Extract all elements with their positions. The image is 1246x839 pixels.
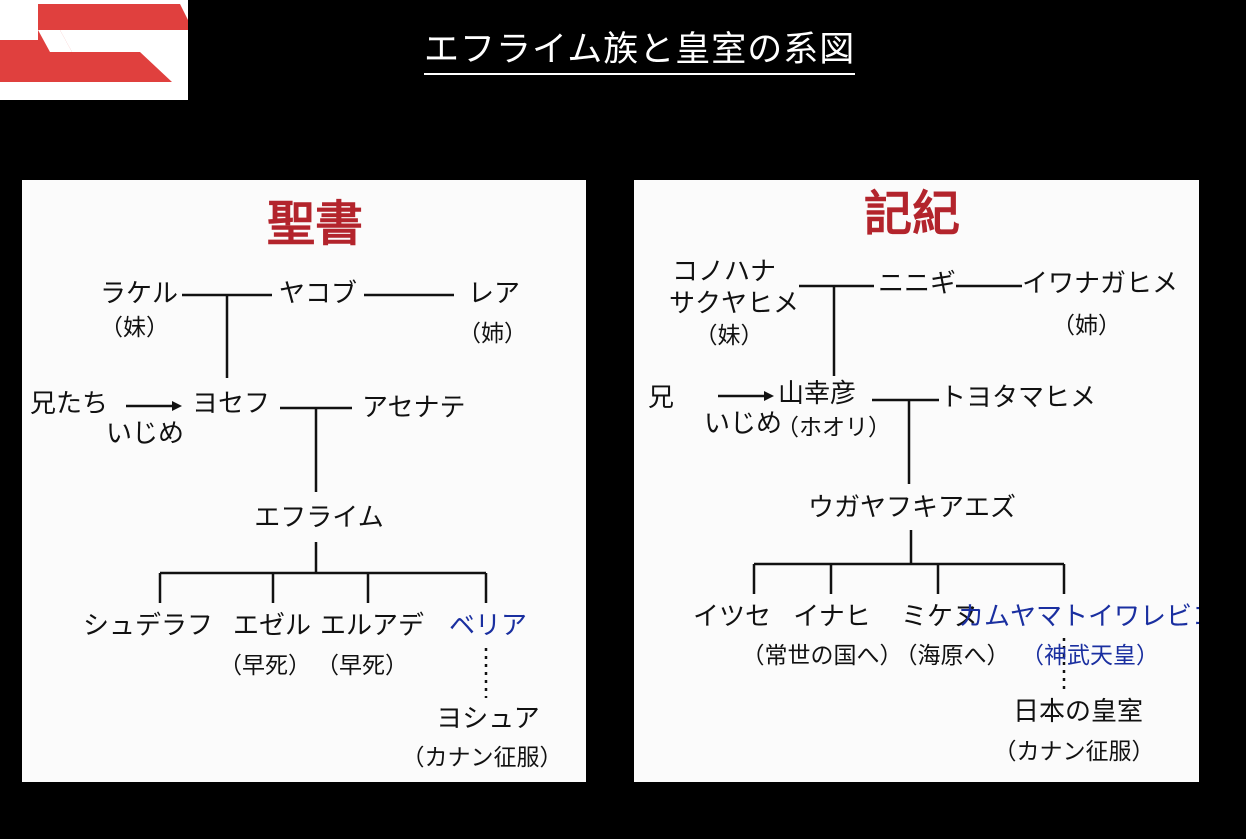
rachel: ラケル xyxy=(100,279,179,309)
logo-cutout xyxy=(38,30,72,52)
elead-note: （早死） xyxy=(316,653,408,679)
yamasachi: 山幸彦 xyxy=(778,379,857,409)
joseph: ヨセフ xyxy=(192,389,271,419)
kiki-panel: 記紀 コノハナ サクヤヒメ （妹） ニニギ イワナガヒメ （姉） 兄 いじめ 山… xyxy=(634,180,1199,782)
elead: エルアデ xyxy=(319,611,425,641)
konohana-line-2: サクヤヒメ xyxy=(668,289,800,319)
ephraim: エフライム xyxy=(254,503,384,533)
konohana-line-1: コノハナ xyxy=(671,257,777,287)
konohana-note: （妹） xyxy=(694,323,764,349)
itsuse: イツセ xyxy=(692,602,772,632)
yamasachi-note: （ホオリ） xyxy=(776,415,891,441)
inahi: イナヒ xyxy=(793,602,871,632)
logo-mark-icon xyxy=(0,4,188,82)
iwanaga: イワナガヒメ xyxy=(1022,269,1179,299)
logo-shape xyxy=(0,4,188,82)
imperial-note: （カナン征服） xyxy=(993,739,1155,765)
kiki-heading: 記紀 xyxy=(864,186,961,242)
ugaya: ウガヤフキアエズ xyxy=(807,493,1017,523)
kamuyamato-note: （神武天皇） xyxy=(1021,643,1159,669)
bullying-label: いじめ xyxy=(704,409,783,439)
bible-connector-lines xyxy=(126,293,488,698)
asenath: アセナテ xyxy=(362,393,466,423)
shuthelah: シュデラフ xyxy=(82,611,214,641)
ezer-note: （早死） xyxy=(219,653,311,679)
iwanaga-note: （姉） xyxy=(1052,313,1121,339)
arrow-bullying-head xyxy=(172,401,182,411)
imperial-house: 日本の皇室 xyxy=(1012,697,1144,727)
brothers: 兄たち xyxy=(30,389,109,419)
mikenu: ミケヌ xyxy=(900,602,980,632)
ninigi: ニニギ xyxy=(878,269,957,299)
leah: レア xyxy=(468,279,521,309)
bible-heading: 聖書 xyxy=(267,196,364,252)
inahi-note: （常世の国へ） xyxy=(741,643,903,669)
arrow-bullying-head xyxy=(764,391,774,401)
toyotama: トヨタマヒメ xyxy=(940,383,1097,413)
joshua-note: （カナン征服） xyxy=(401,745,563,771)
leah-note: （姉） xyxy=(458,321,527,347)
kamuyamato: カムヤマトイワレビコ xyxy=(957,602,1199,632)
bible-panel: 聖書 ラケル （妹） ヤコブ レア （姉） 兄たち いじめ ヨセフ アセナテ エ… xyxy=(22,180,586,782)
kiki-connector-lines xyxy=(718,284,1066,692)
brother: 兄 xyxy=(648,383,675,413)
page-title: エフライム族と皇室の系図 xyxy=(424,28,856,75)
bullying-label: いじめ xyxy=(106,419,185,449)
mikenu-note: （海原へ） xyxy=(894,643,1010,669)
beriah: ベリア xyxy=(448,611,528,641)
logo xyxy=(0,0,188,100)
joshua: ヨシュア xyxy=(436,704,540,734)
jacob: ヤコブ xyxy=(279,279,358,309)
ezer: エゼル xyxy=(232,611,312,641)
rachel-note: （妹） xyxy=(100,315,169,341)
